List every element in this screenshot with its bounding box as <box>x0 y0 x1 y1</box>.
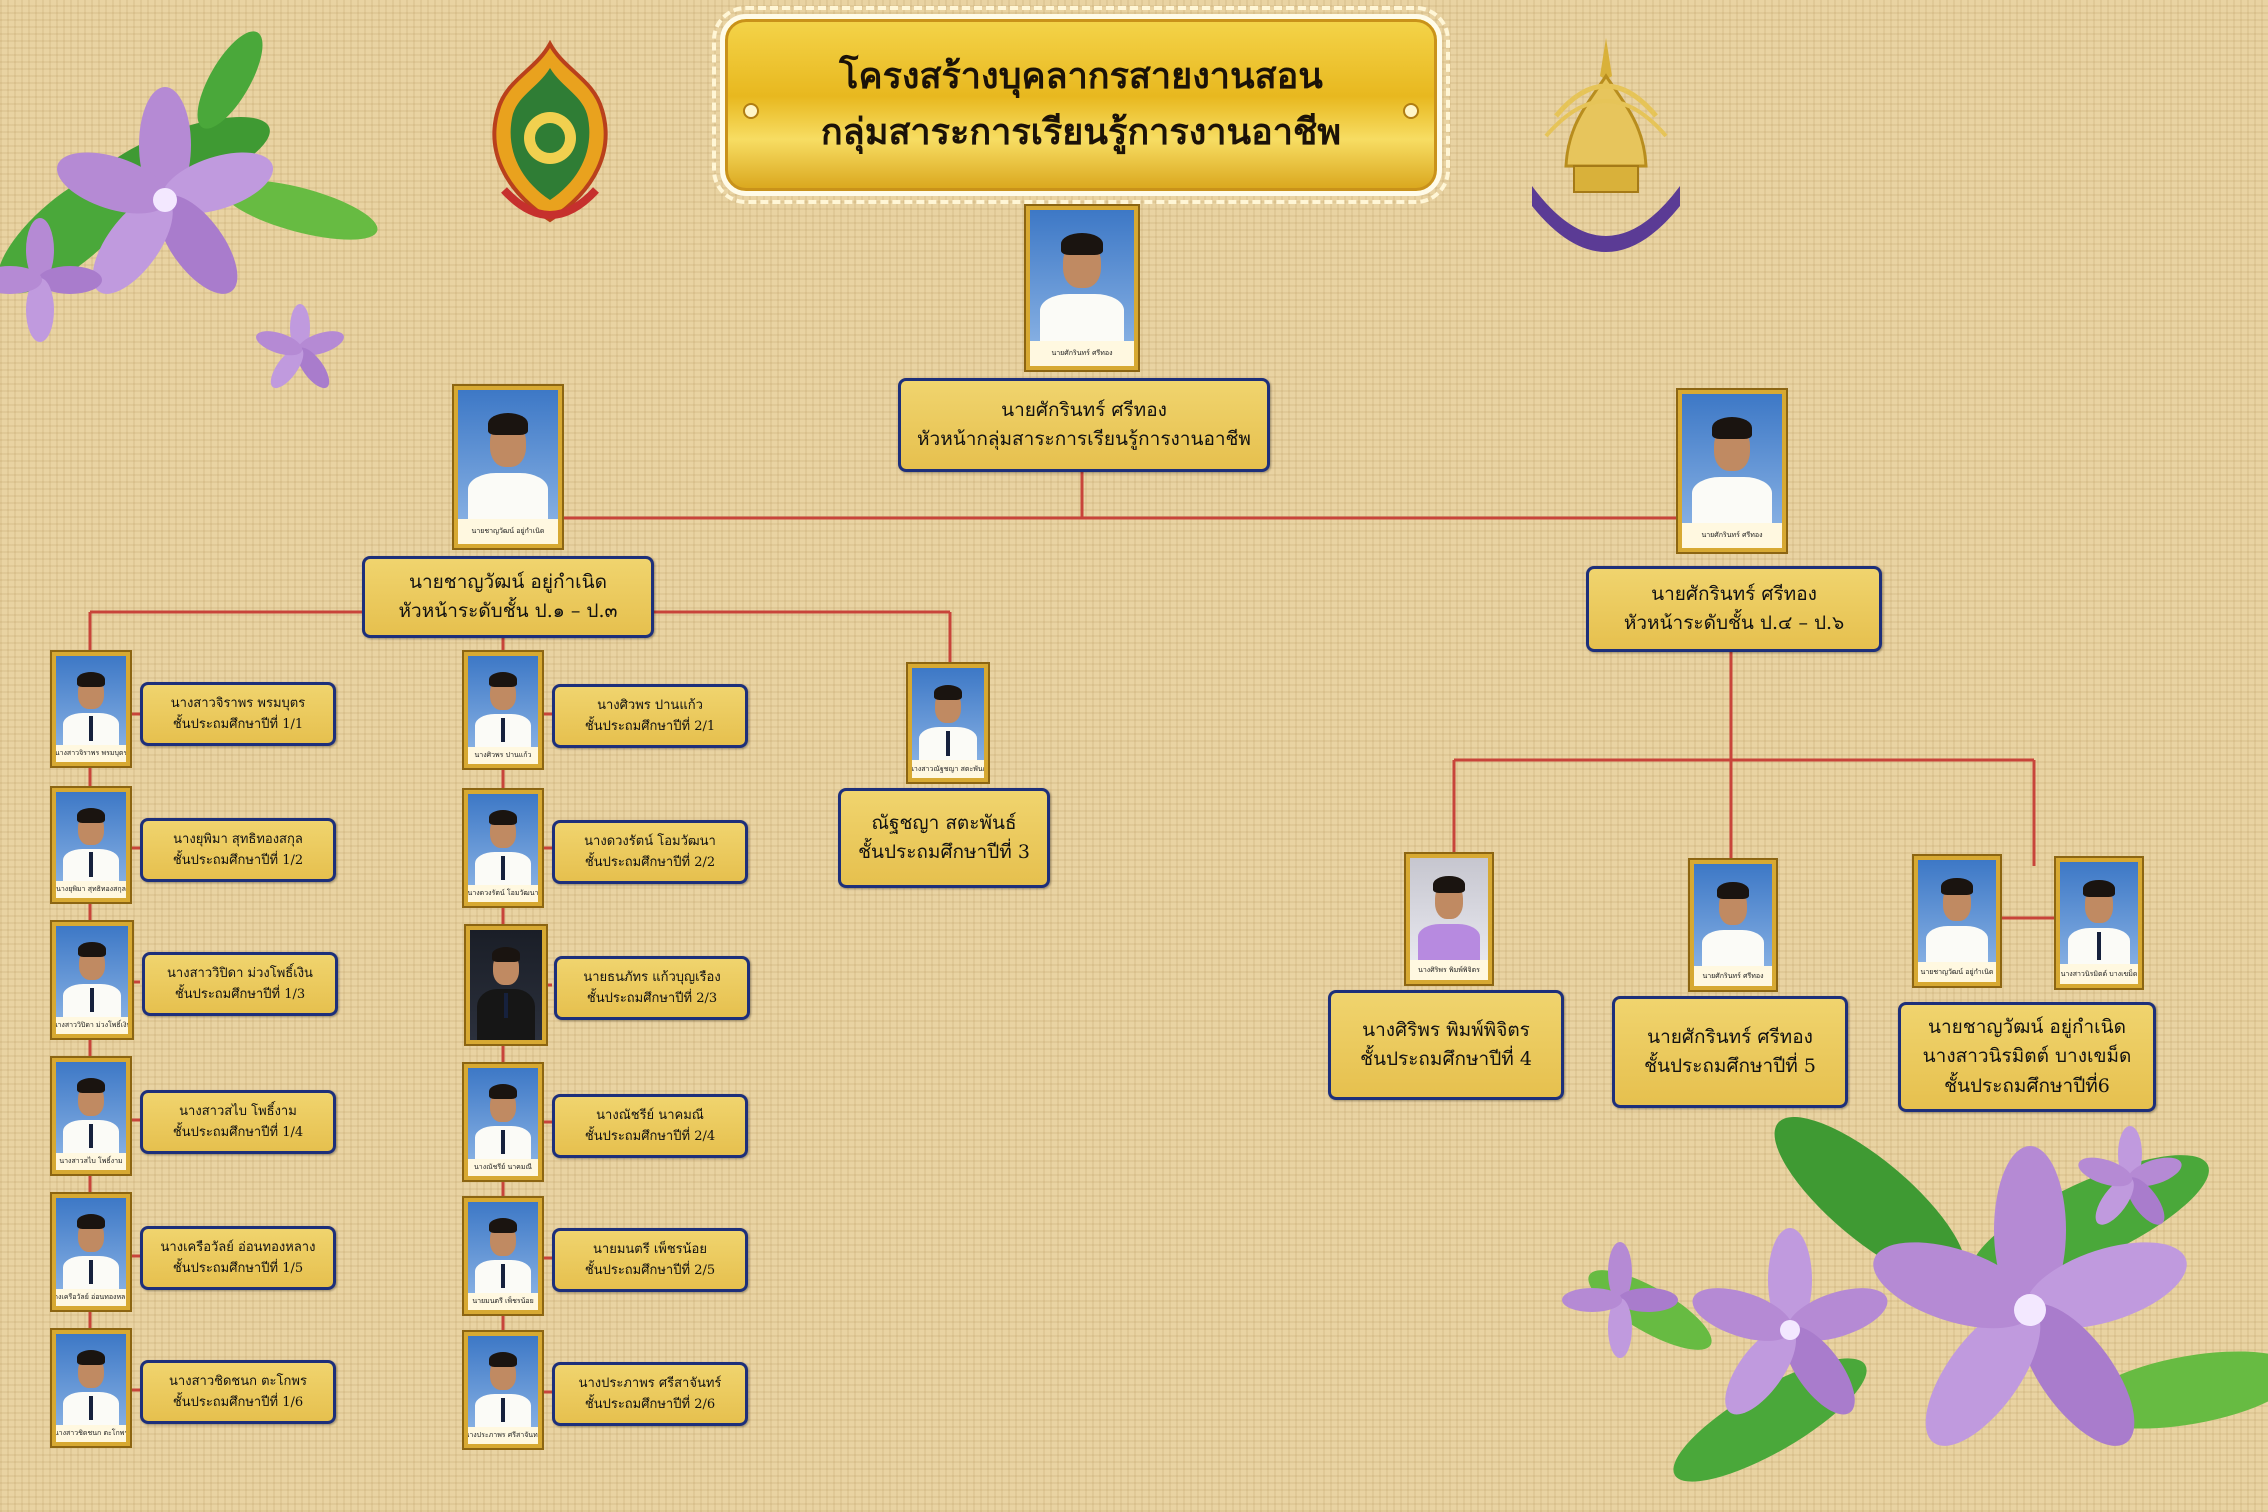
photo-grade5-teacher: นายศักรินทร์ ศรีทอง <box>1690 860 1776 990</box>
teacher-class: ชั้นประถมศึกษาปีที่ 4 <box>1360 1045 1532 1074</box>
photo-grade1-teacher: นางสาววิปิดา ม่วงโพธิ์เงิน <box>52 922 132 1038</box>
photo-grade6-teacher: นายชาญวัฒน์ อยู่กำเนิด <box>1914 856 2000 986</box>
teacher-class: ชั้นประถมศึกษาปีที่ 1/1 <box>173 714 303 735</box>
teacher-class: ชั้นประถมศึกษาปีที่6 <box>1944 1072 2110 1101</box>
photo-caption: นายชาญวัฒน์ อยู่กำเนิด <box>1918 962 1996 982</box>
photo-caption: นางศิริพร พิมพ์พิจิตร <box>1410 960 1488 980</box>
label-grade1-teacher: นางสาววิปิดา ม่วงโพธิ์เงินชั้นประถมศึกษา… <box>142 952 338 1016</box>
teacher-class: ชั้นประถมศึกษาปีที่ 1/5 <box>173 1258 303 1279</box>
label-lead-lower: นายชาญวัฒน์ อยู่กำเนิด หัวหน้าระดับชั้น … <box>362 556 654 638</box>
photo-caption: นางสาวณัฐชญา สตะพันธ์ <box>912 760 984 778</box>
photo-caption: นางยุพิมา สุทธิทองสกุล <box>56 881 126 898</box>
head-name: นายศักรินทร์ ศรีทอง <box>1001 396 1167 425</box>
label-grade2-teacher: นางศิวพร ปานแก้วชั้นประถมศึกษาปีที่ 2/1 <box>552 684 748 748</box>
photo-grade2-teacher: นางณัชรีย์ นาคมณี <box>464 1064 542 1180</box>
teacher-class: ชั้นประถมศึกษาปีที่ 2/2 <box>585 852 715 873</box>
teacher-class: ชั้นประถมศึกษาปีที่ 1/4 <box>173 1122 303 1143</box>
teacher-name: นางสาวจิราพร พรมบุตร <box>171 693 305 714</box>
teacher-name: นางยุพิมา สุทธิทองสกุล <box>173 829 303 850</box>
teacher-class: ชั้นประถมศึกษาปีที่ 2/1 <box>585 716 715 737</box>
photo-grade2-teacher: นางประภาพร ศรีสาจันทร์ <box>464 1332 542 1448</box>
lead-lower-name: นายชาญวัฒน์ อยู่กำเนิด <box>409 568 607 597</box>
teacher-name: นางเครือวัลย์ อ่อนทองหลาง <box>161 1237 316 1258</box>
teacher-name: นางศิริพร พิมพ์พิจิตร <box>1362 1016 1530 1045</box>
teacher-name: นางสาววิปิดา ม่วงโพธิ์เงิน <box>167 963 313 984</box>
label-grade1-teacher: นางสาวชิดชนก ตะโกพรชั้นประถมศึกษาปีที่ 1… <box>140 1360 336 1424</box>
photo-grade2-teacher: นางศิวพร ปานแก้ว <box>464 652 542 768</box>
teacher-class: ชั้นประถมศึกษาปีที่ 1/6 <box>173 1392 303 1413</box>
photo-caption: นางสาวสไบ โพธิ์งาม <box>56 1153 126 1170</box>
photo-grade1-teacher: นางเครือวัลย์ อ่อนทองหลาง <box>52 1194 130 1310</box>
teacher-name: นางสาวชิดชนก ตะโกพร <box>169 1371 307 1392</box>
photo-caption: นายชาญวัฒน์ อยู่กำเนิด <box>458 519 558 544</box>
teacher-class: ชั้นประถมศึกษาปีที่ 2/6 <box>585 1394 715 1415</box>
photo-caption: นางศิวพร ปานแก้ว <box>468 747 538 764</box>
lead-upper-name: นายศักรินทร์ ศรีทอง <box>1651 580 1817 609</box>
label-grade2-teacher: นางณัชรีย์ นาคมณีชั้นประถมศึกษาปีที่ 2/4 <box>552 1094 748 1158</box>
photo-grade4-teacher: นางศิริพร พิมพ์พิจิตร <box>1406 854 1492 984</box>
label-grade2-teacher: นายมนตรี เพ็ชรน้อยชั้นประถมศึกษาปีที่ 2/… <box>552 1228 748 1292</box>
teacher-name: นางสาวสไบ โพธิ์งาม <box>179 1101 297 1122</box>
teacher-class: ชั้นประถมศึกษาปีที่ 1/3 <box>175 984 305 1005</box>
photo-caption: นางสาวชิดชนก ตะโกพร <box>56 1425 126 1442</box>
photo-caption: นางเครือวัลย์ อ่อนทองหลาง <box>56 1289 126 1306</box>
label-grade5-teacher: นายศักรินทร์ ศรีทองชั้นประถมศึกษาปีที่ 5 <box>1612 996 1848 1108</box>
teacher-name: นายศักรินทร์ ศรีทอง <box>1647 1023 1813 1052</box>
teacher-name: ณัฐชญา สตะพันธ์ <box>871 809 1016 838</box>
head-role: หัวหน้ากลุ่มสาระการเรียนรู้การงานอาชีพ <box>917 425 1251 454</box>
teacher-class: ชั้นประถมศึกษาปีที่ 1/2 <box>173 850 303 871</box>
photo-grade6-teacher: นางสาวนิรมิตต์ บางเขม็ด <box>2056 858 2142 988</box>
label-grade1-teacher: นางเครือวัลย์ อ่อนทองหลางชั้นประถมศึกษาป… <box>140 1226 336 1290</box>
photo-caption: นางณัชรีย์ นาคมณี <box>468 1159 538 1176</box>
photo-grade3-teacher: นางสาวณัฐชญา สตะพันธ์ <box>908 664 988 782</box>
photo-caption: นางสาววิปิดา ม่วงโพธิ์เงิน <box>56 1017 128 1034</box>
teacher-name: นางดวงรัตน์ โอมวัฒนา <box>584 831 716 852</box>
teacher-name: นายมนตรี เพ็ชรน้อย <box>593 1239 707 1260</box>
photo-caption: นายศักรินทร์ ศรีทอง <box>1694 966 1772 986</box>
photo-lead-lower: นายชาญวัฒน์ อยู่กำเนิด <box>454 386 562 548</box>
photo-grade2-teacher <box>466 926 546 1044</box>
photo-caption: นายมนตรี เพ็ชรน้อย <box>468 1293 538 1310</box>
photo-caption: นางดวงรัตน์ โอมวัฒนา <box>468 885 538 902</box>
photo-head: นายศักรินทร์ ศรีทอง <box>1026 206 1138 370</box>
teacher-name: นางสาวนิรมิตต์ บางเขม็ด <box>1923 1042 2132 1071</box>
teacher-name: นางศิวพร ปานแก้ว <box>597 695 703 716</box>
label-grade2-teacher: นางประภาพร ศรีสาจันทร์ชั้นประถมศึกษาปีที… <box>552 1362 748 1426</box>
photo-grade2-teacher: นางดวงรัตน์ โอมวัฒนา <box>464 790 542 906</box>
teacher-name: นางณัชรีย์ นาคมณี <box>596 1105 704 1126</box>
teacher-class: ชั้นประถมศึกษาปีที่ 5 <box>1644 1052 1816 1081</box>
label-grade2-teacher: นายธนภัทร แก้วบุญเรืองชั้นประถมศึกษาปีที… <box>554 956 750 1020</box>
photo-grade1-teacher: นางยุพิมา สุทธิทองสกุล <box>52 788 130 902</box>
label-grade6-teachers: นายชาญวัฒน์ อยู่กำเนิดนางสาวนิรมิตต์ บาง… <box>1898 1002 2156 1112</box>
photo-grade2-teacher: นายมนตรี เพ็ชรน้อย <box>464 1198 542 1314</box>
lead-lower-role: หัวหน้าระดับชั้น ป.๑ – ป.๓ <box>399 597 618 626</box>
photo-grade1-teacher: นางสาวชิดชนก ตะโกพร <box>52 1330 130 1446</box>
photo-grade1-teacher: นางสาวสไบ โพธิ์งาม <box>52 1058 130 1174</box>
photo-caption: นางสาวนิรมิตต์ บางเขม็ด <box>2060 964 2138 984</box>
photo-lead-upper: นายศักรินทร์ ศรีทอง <box>1678 390 1786 552</box>
label-grade1-teacher: นางยุพิมา สุทธิทองสกุลชั้นประถมศึกษาปีที… <box>140 818 336 882</box>
teacher-name: นางประภาพร ศรีสาจันทร์ <box>579 1373 722 1394</box>
teacher-name: นายชาญวัฒน์ อยู่กำเนิด <box>1928 1013 2126 1042</box>
label-head: นายศักรินทร์ ศรีทอง หัวหน้ากลุ่มสาระการเ… <box>898 378 1270 472</box>
label-grade4-teacher: นางศิริพร พิมพ์พิจิตรชั้นประถมศึกษาปีที่… <box>1328 990 1564 1100</box>
photo-grade1-teacher: นางสาวจิราพร พรมบุตร <box>52 652 130 766</box>
lead-upper-role: หัวหน้าระดับชั้น ป.๔ – ป.๖ <box>1624 609 1844 638</box>
label-lead-upper: นายศักรินทร์ ศรีทอง หัวหน้าระดับชั้น ป.๔… <box>1586 566 1882 652</box>
teacher-class: ชั้นประถมศึกษาปีที่ 2/3 <box>587 988 717 1009</box>
teacher-class: ชั้นประถมศึกษาปีที่ 2/5 <box>585 1260 715 1281</box>
teacher-name: นายธนภัทร แก้วบุญเรือง <box>583 967 720 988</box>
label-grade2-teacher: นางดวงรัตน์ โอมวัฒนาชั้นประถมศึกษาปีที่ … <box>552 820 748 884</box>
teacher-class: ชั้นประถมศึกษาปีที่ 3 <box>858 838 1030 867</box>
teacher-class: ชั้นประถมศึกษาปีที่ 2/4 <box>585 1126 715 1147</box>
photo-caption: นายศักรินทร์ ศรีทอง <box>1030 341 1134 366</box>
label-grade1-teacher: นางสาวจิราพร พรมบุตรชั้นประถมศึกษาปีที่ … <box>140 682 336 746</box>
photo-caption: นางสาวจิราพร พรมบุตร <box>56 745 126 762</box>
label-grade1-teacher: นางสาวสไบ โพธิ์งามชั้นประถมศึกษาปีที่ 1/… <box>140 1090 336 1154</box>
photo-caption: นายศักรินทร์ ศรีทอง <box>1682 523 1782 548</box>
photo-caption: นางประภาพร ศรีสาจันทร์ <box>468 1427 538 1444</box>
label-grade3-teacher: ณัฐชญา สตะพันธ์ชั้นประถมศึกษาปีที่ 3 <box>838 788 1050 888</box>
